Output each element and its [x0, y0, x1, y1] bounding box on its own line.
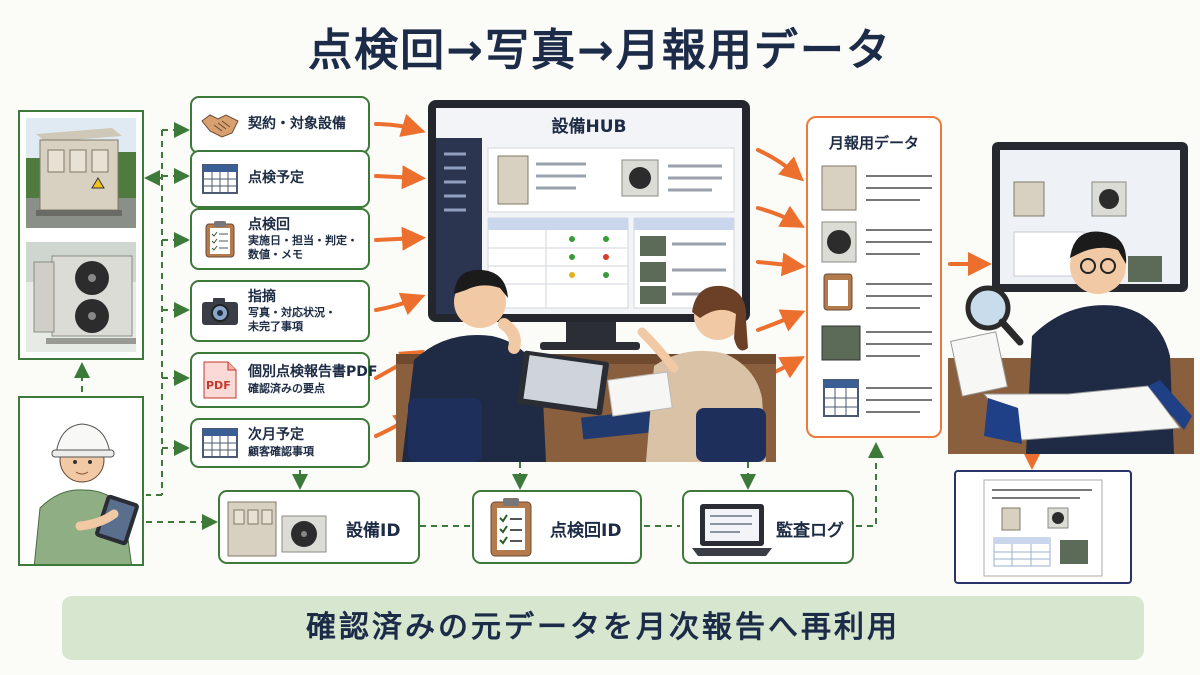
- card-detail: 写真・対応状況・ 未完了事項: [248, 306, 336, 333]
- reviewer-illustration: [948, 136, 1194, 454]
- diagram-title: 点検回→写真→月報用データ: [308, 25, 892, 76]
- calendar-icon: [200, 159, 240, 199]
- card-label: 個別点検報告書PDF: [248, 364, 378, 381]
- card-detail: 顧客確認事項: [248, 444, 314, 458]
- laptop-icon: [692, 504, 772, 556]
- substation-photo: [26, 118, 136, 228]
- card-label: 点検予定: [248, 170, 304, 187]
- handshake-icon: [200, 105, 240, 145]
- equipment-id-card: 設備ID: [218, 490, 420, 564]
- monitor-stand-base: [540, 342, 640, 350]
- field-worker-illustration: [18, 396, 144, 566]
- input-card-next-month: 次月予定 顧客確認事項: [190, 418, 370, 468]
- summary-banner: 確認済みの元データを月次報告へ再利用: [62, 596, 1144, 660]
- calendar-icon: [200, 423, 240, 463]
- photo-thumb: [821, 325, 861, 361]
- input-card-pdf-report: PDF 個別点検報告書PDF 確認済みの要点: [190, 352, 377, 408]
- card-label: 点検回: [248, 216, 290, 233]
- equipment-id-label: 設備ID: [346, 521, 401, 541]
- clipboard-icon: [490, 498, 532, 557]
- audit-log-label: 監査ログ: [776, 521, 844, 541]
- input-card-contract: 契約・対象設備: [190, 96, 370, 154]
- monthly-title: 月報用データ: [828, 134, 919, 152]
- equipment-icon: [227, 501, 327, 557]
- pdf-icon: PDF: [200, 360, 240, 400]
- inspection-round-id-label: 点検回ID: [550, 521, 622, 541]
- monitor-stand: [566, 322, 616, 344]
- hub-title: 設備HUB: [551, 117, 627, 137]
- pdf-icon-text: PDF: [206, 379, 231, 392]
- monthly-report-output: [954, 470, 1132, 584]
- site-photos-panel: [18, 110, 144, 360]
- input-card-findings: 指摘 写真・対応状況・ 未完了事項: [190, 280, 370, 342]
- input-card-schedule: 点検予定: [190, 150, 370, 208]
- camera-icon: [200, 291, 240, 331]
- clipboard-icon: [200, 219, 240, 259]
- card-detail: 実施日・担当・判定・ 数値・メモ: [248, 234, 358, 261]
- monthly-data-panel: 月報用データ: [806, 116, 942, 438]
- audit-log-card: 監査ログ: [682, 490, 854, 564]
- outdoor-ac-unit-photo: [26, 242, 136, 352]
- input-card-inspection-round: 点検回 実施日・担当・判定・ 数値・メモ: [190, 208, 370, 270]
- equipment-thumb: [821, 165, 857, 211]
- inspection-round-id-card: 点検回ID: [472, 490, 642, 564]
- card-label: 次月予定: [248, 427, 304, 444]
- card-label: 指摘: [248, 288, 276, 305]
- dashed-spine: [74, 122, 884, 530]
- card-label: 契約・対象設備: [248, 116, 346, 133]
- card-detail: 確認済みの要点: [248, 381, 325, 395]
- meeting-scene: [396, 248, 776, 462]
